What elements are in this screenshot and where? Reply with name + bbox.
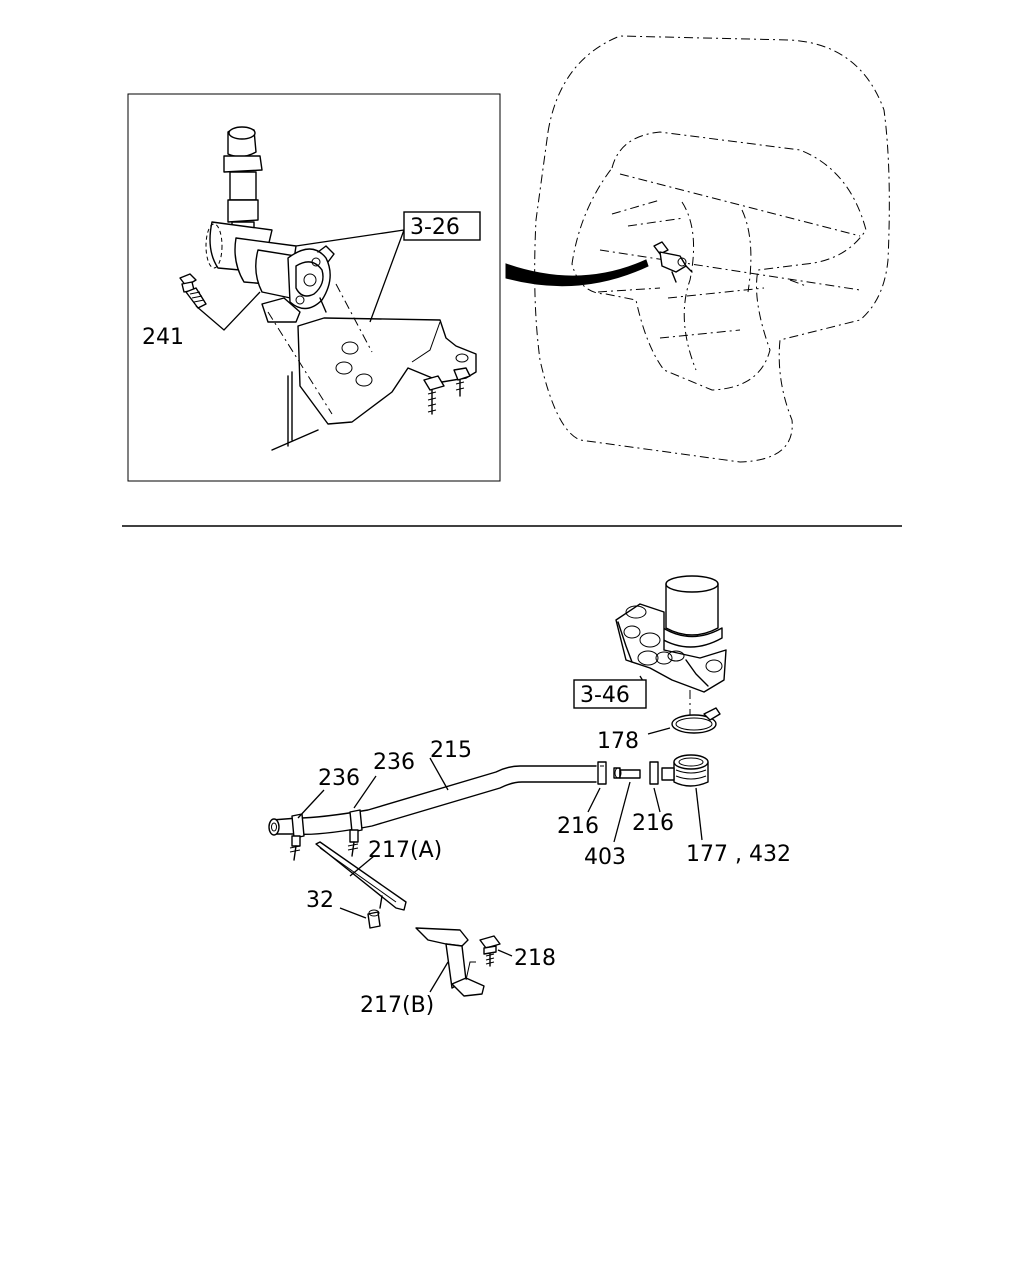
part-32: 32 <box>306 888 381 929</box>
label-403: 403 <box>584 845 626 870</box>
label-216-left: 216 <box>557 814 599 839</box>
air-dryer-assembly: 3-46 <box>573 575 727 728</box>
hose-177-432: 177 , 432 <box>661 754 791 867</box>
ref-3-46: 3-46 <box>580 683 630 708</box>
bracket-217b: 217(B) <box>360 927 485 1018</box>
label-236-right: 236 <box>373 750 415 775</box>
pipe-clips-236: 236 236 <box>289 750 415 861</box>
label-236-left: 236 <box>318 766 360 791</box>
air-dryer-valve-detail <box>205 126 335 323</box>
pipe-215: 215 <box>268 738 597 836</box>
label-241: 241 <box>142 325 184 350</box>
ref-box-3-26: 3-26 <box>295 211 481 323</box>
label-217b: 217(B) <box>360 993 434 1018</box>
label-217a: 217(A) <box>368 838 442 863</box>
label-218: 218 <box>514 946 556 971</box>
bolt-241 <box>179 273 207 309</box>
label-215: 215 <box>430 738 472 763</box>
label-178: 178 <box>597 729 639 754</box>
detail-inset: 241 3-26 <box>127 93 501 482</box>
gasket-union-set: 216 216 403 <box>557 761 674 870</box>
mounting-bracket <box>267 283 477 451</box>
cab-floor-view <box>505 35 890 463</box>
label-216-right: 216 <box>632 811 674 836</box>
label-32: 32 <box>306 888 334 913</box>
bolt-218: 218 <box>479 935 556 971</box>
hose-clamp-178: 178 <box>597 707 721 754</box>
bracket-217a: 217(A) <box>315 838 442 911</box>
label-177-432: 177 , 432 <box>686 842 791 867</box>
ref-3-26: 3-26 <box>410 215 460 240</box>
